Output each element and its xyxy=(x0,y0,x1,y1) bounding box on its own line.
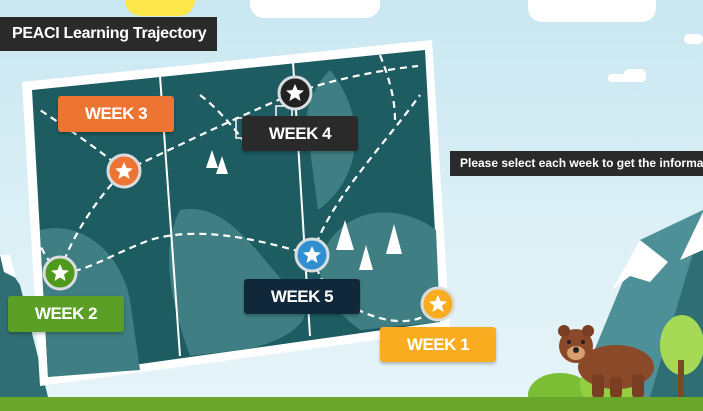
cloud xyxy=(624,69,646,79)
week-4-marker[interactable] xyxy=(277,75,313,111)
tree-foliage xyxy=(660,315,703,375)
mountain-right-front-snow xyxy=(680,212,703,260)
week-2-label[interactable]: WEEK 2 xyxy=(8,296,124,332)
mountain-left-snow xyxy=(0,255,16,278)
week-3-label[interactable]: WEEK 3 xyxy=(58,96,174,132)
map-terrain xyxy=(169,208,306,356)
sun xyxy=(125,0,195,16)
cloud xyxy=(684,34,703,44)
star-icon xyxy=(303,246,321,263)
week-1-marker[interactable] xyxy=(420,286,456,322)
star-icon xyxy=(286,84,304,101)
cloud xyxy=(300,4,360,18)
week-5-label[interactable]: WEEK 5 xyxy=(244,279,360,314)
mountain-right-snow xyxy=(612,240,668,290)
star-icon xyxy=(51,264,69,281)
week-3-marker[interactable] xyxy=(106,153,142,189)
star-icon xyxy=(115,162,133,179)
star-icon xyxy=(429,295,447,312)
week-1-label[interactable]: WEEK 1 xyxy=(380,327,496,362)
grass-ground xyxy=(0,397,703,411)
week-5-marker[interactable] xyxy=(294,237,330,273)
tree-trunk xyxy=(678,360,684,400)
instruction-banner: Please select each week to get the infor… xyxy=(450,151,703,176)
bear-illustration xyxy=(558,325,654,398)
week-4-label[interactable]: WEEK 4 xyxy=(242,116,358,151)
page-title: PEACI Learning Trajectory xyxy=(0,17,217,51)
week-2-marker[interactable] xyxy=(42,255,78,291)
cloud xyxy=(528,0,656,22)
pine-trees xyxy=(206,150,402,270)
